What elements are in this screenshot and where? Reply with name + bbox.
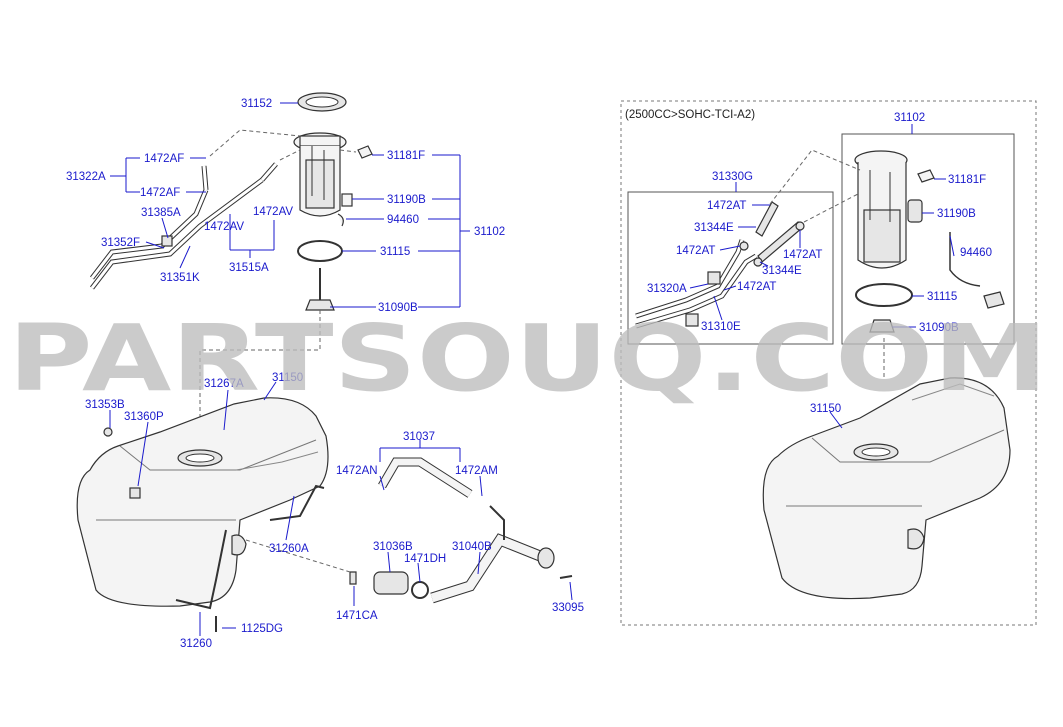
label-31181f[interactable]: 31181F: [387, 150, 425, 162]
filler-neck-31040b[interactable]: [430, 505, 555, 604]
right-clamp-b[interactable]: [795, 221, 805, 231]
label-31150[interactable]: 31150: [272, 372, 303, 384]
right-leader-lines: [689, 124, 955, 429]
right-hose-31344e-a[interactable]: [755, 201, 779, 237]
label-31090b[interactable]: 31090B: [378, 302, 418, 314]
line-box-31330g: [627, 191, 834, 345]
label-1472af-top[interactable]: 1472AF: [144, 153, 184, 165]
label-right-31190b[interactable]: 31190B: [937, 208, 976, 220]
label-1472am[interactable]: 1472AM: [455, 465, 498, 477]
left-pump-group: [90, 92, 373, 440]
right-filter-31181f[interactable]: [917, 169, 935, 183]
bracket-31090b[interactable]: [305, 268, 335, 311]
label-right-31181f[interactable]: 31181F: [948, 174, 986, 186]
label-right-1472at-b[interactable]: 1472AT: [676, 245, 715, 257]
label-1472af-bottom[interactable]: 1472AF: [140, 187, 180, 199]
right-fuel-tank[interactable]: [762, 377, 1011, 600]
label-right-1472at-c[interactable]: 1472AT: [783, 249, 822, 261]
label-right-31344e-a[interactable]: 31344E: [694, 222, 734, 234]
lock-ring[interactable]: [297, 92, 347, 112]
variant-box-label: (2500CC>SOHC-TCI-A2): [625, 109, 755, 121]
label-right-1472at-a[interactable]: 1472AT: [707, 200, 746, 212]
label-right-31150[interactable]: 31150: [810, 403, 841, 415]
label-1471dh[interactable]: 1471DH: [404, 553, 446, 565]
left-fuel-tank[interactable]: [76, 397, 329, 607]
label-31260[interactable]: 31260: [180, 638, 212, 650]
label-94460[interactable]: 94460: [387, 214, 419, 226]
label-right-31320a[interactable]: 31320A: [647, 283, 687, 295]
tank-straps[interactable]: [175, 484, 325, 610]
right-fuel-lines[interactable]: [635, 239, 758, 329]
label-31515a[interactable]: 31515A: [229, 262, 269, 274]
hose-31036b[interactable]: [373, 571, 409, 595]
label-31260a[interactable]: 31260A: [269, 543, 309, 555]
module-box-31102: [841, 133, 1015, 345]
left-labels: 31152 31181F 31190B 94460 31102 31115 31…: [66, 98, 584, 650]
watermark: PARTSOUQ.COM: [8, 305, 1048, 412]
label-33095[interactable]: 33095: [552, 602, 584, 614]
label-31037[interactable]: 31037: [403, 431, 435, 443]
label-31152[interactable]: 31152: [241, 98, 272, 110]
label-right-31330g[interactable]: 31330G: [712, 171, 753, 183]
label-1125dg[interactable]: 1125DG: [241, 623, 283, 635]
label-right-31344e-b[interactable]: 31344E: [762, 265, 802, 277]
label-31267a[interactable]: 31267A: [204, 378, 244, 390]
right-fuel-pump-module[interactable]: [854, 150, 908, 269]
clamp-1471ca[interactable]: [349, 571, 357, 585]
label-right-31115[interactable]: 31115: [927, 291, 957, 303]
label-31322a[interactable]: 31322A: [66, 171, 106, 183]
label-31102[interactable]: 31102: [474, 226, 505, 238]
fuel-pump-module[interactable]: [293, 132, 347, 217]
label-1472an[interactable]: 1472AN: [336, 465, 378, 477]
filter-31181f[interactable]: [357, 145, 373, 159]
label-31036b[interactable]: 31036B: [373, 541, 413, 553]
label-right-1472at-d[interactable]: 1472AT: [737, 281, 776, 293]
right-clamp-a[interactable]: [739, 241, 749, 251]
clamp-1471dh[interactable]: [411, 581, 429, 599]
label-right-94460[interactable]: 94460: [960, 247, 992, 259]
label-1472av-right[interactable]: 1472AV: [253, 206, 293, 218]
right-clamp-c[interactable]: [753, 257, 763, 267]
right-sender-94460[interactable]: [949, 232, 1005, 309]
label-right-31310e[interactable]: 31310E: [701, 321, 741, 333]
label-31353b[interactable]: 31353B: [85, 399, 125, 411]
regulator-31190b[interactable]: [341, 193, 353, 207]
left-leader-lines: [109, 102, 573, 636]
label-31352f[interactable]: 31352F: [101, 237, 140, 249]
bolt-33095[interactable]: [559, 575, 573, 579]
label-31115[interactable]: 31115: [380, 246, 410, 258]
label-31190b[interactable]: 31190B: [387, 194, 426, 206]
label-right-31090b[interactable]: 31090B: [919, 322, 959, 334]
label-1471ca[interactable]: 1471CA: [336, 610, 378, 622]
label-31351k[interactable]: 31351K: [160, 272, 200, 284]
gasket-31115[interactable]: [297, 240, 343, 262]
right-labels: 31102 31330G 31181F 1472AT 31190B 31344E…: [647, 112, 992, 415]
variant-box: [620, 100, 1037, 626]
insulator-31360p[interactable]: [129, 487, 141, 499]
label-31385a[interactable]: 31385A: [141, 207, 181, 219]
label-1472av-left[interactable]: 1472AV: [204, 221, 244, 233]
right-gasket-31115[interactable]: [855, 283, 913, 307]
label-right-31102[interactable]: 31102: [894, 112, 925, 124]
filler-hose-31037[interactable]: [378, 457, 473, 498]
right-regulator-31190b[interactable]: [907, 199, 923, 223]
label-31360p[interactable]: 31360P: [124, 411, 164, 423]
label-31040b[interactable]: 31040B: [452, 541, 492, 553]
right-pump-group: [635, 149, 1005, 380]
right-bracket-31090b[interactable]: [869, 319, 895, 333]
sender-94460[interactable]: [337, 213, 344, 227]
bolt-31353b[interactable]: [103, 427, 113, 437]
fuel-lines[interactable]: [90, 162, 278, 290]
